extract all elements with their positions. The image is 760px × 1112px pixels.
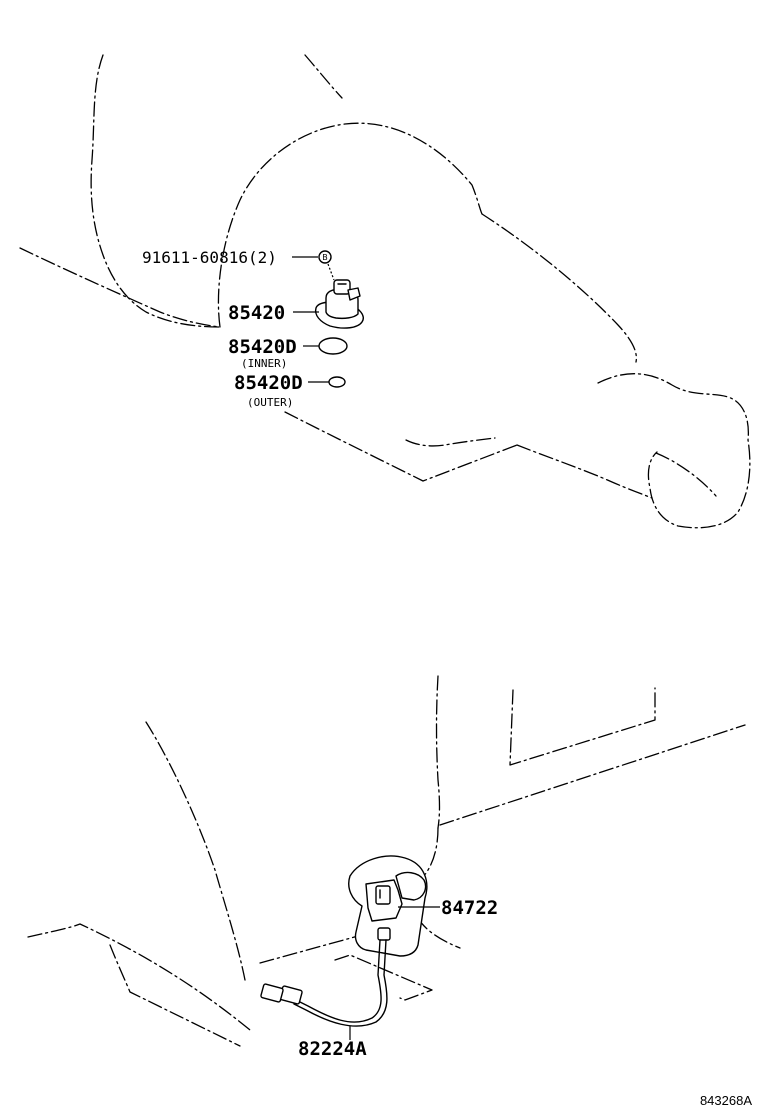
bolt-symbol: B	[322, 253, 328, 262]
label-wire-harness-82224a: 82224A	[298, 1038, 367, 1060]
oring-inner	[303, 337, 348, 355]
label-oring-inner-note: (INNER)	[241, 357, 287, 370]
body-panel-outline	[27, 675, 746, 1047]
wire-harness-82224a	[260, 939, 388, 1040]
transmission-housing-outline	[19, 54, 751, 529]
figure-id: 843268A	[700, 1093, 752, 1108]
label-speed-sensor-85420: 85420	[228, 302, 285, 324]
label-oring-inner-85420d: 85420D	[228, 336, 297, 358]
label-bolt-91611-60816: 91611-60816(2)	[142, 248, 277, 267]
label-connector-84722: 84722	[441, 897, 498, 919]
label-oring-outer-85420d: 85420D	[234, 372, 303, 394]
speed-sensor-85420	[293, 279, 364, 329]
connector-84722	[348, 855, 440, 957]
bolt-91611-60816: B	[292, 250, 335, 281]
oring-outer	[308, 376, 346, 388]
label-oring-outer-note: (OUTER)	[247, 396, 293, 409]
